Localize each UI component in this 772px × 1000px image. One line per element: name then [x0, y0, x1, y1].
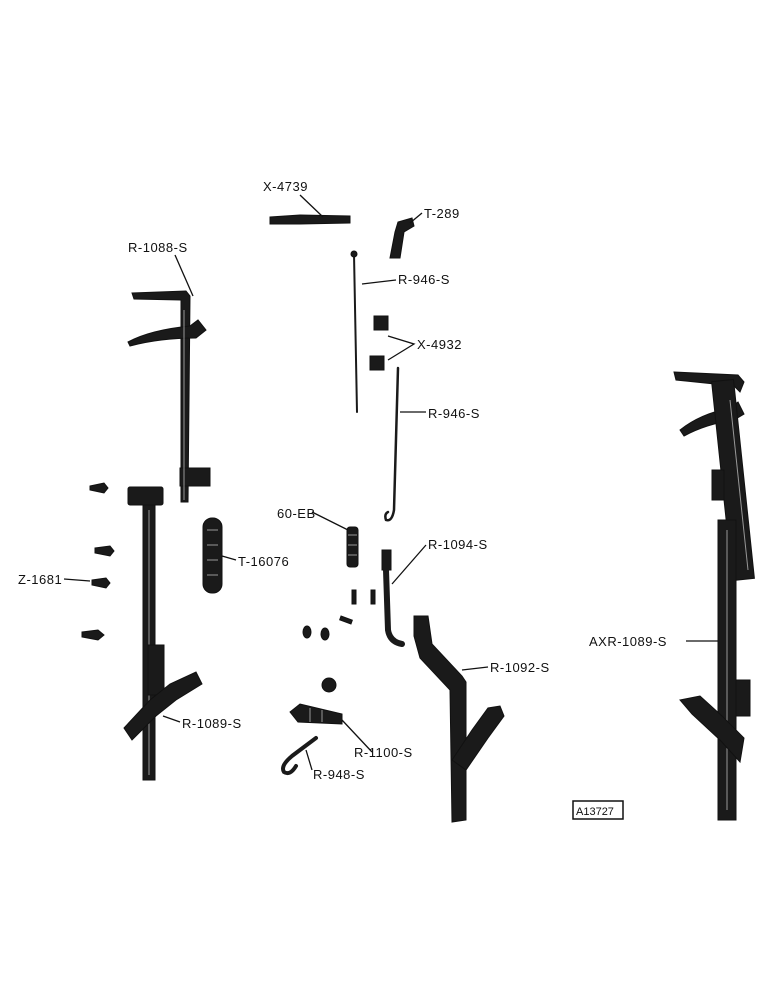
label-axr1089s: AXR-1089-S: [589, 634, 667, 649]
part-60eb: [346, 526, 359, 568]
bolts-z1681: [81, 482, 115, 641]
label-r1092s: R-1092-S: [490, 660, 550, 675]
part-labels: X-4739 T-289 R-1088-S R-946-S X-4932 R-9…: [18, 179, 667, 820]
part-r1094s: [381, 549, 405, 647]
part-r1100s: [289, 703, 343, 725]
part-r1088s: [127, 290, 211, 503]
leader-lines: [63, 194, 718, 771]
label-r946s-top: R-946-S: [398, 272, 450, 287]
small-pins: [302, 589, 376, 693]
label-r1100s: R-1100-S: [354, 745, 413, 760]
label-r948s: R-948-S: [313, 767, 365, 782]
label-r1089s: R-1089-S: [182, 716, 242, 731]
part-r948s: [281, 736, 318, 776]
label-t16076: T-16076: [238, 554, 289, 569]
part-x4932: [369, 315, 389, 371]
label-60eb: 60-EB: [277, 506, 316, 521]
label-x4932: X-4932: [417, 337, 462, 352]
part-x4739: [269, 214, 351, 225]
part-r1089s: [123, 486, 203, 781]
label-r946s-bottom: R-946-S: [428, 406, 480, 421]
figure-number-box: [572, 800, 624, 820]
part-axr1089s: [673, 371, 755, 821]
part-r946s-rods: [350, 250, 400, 522]
part-t289: [389, 217, 415, 259]
label-r1094s: R-1094-S: [428, 537, 488, 552]
label-r1088s: R-1088-S: [128, 240, 188, 255]
part-t16076: [202, 517, 223, 594]
label-z1681: Z-1681: [18, 572, 62, 587]
part-r1092s: [413, 615, 505, 823]
figure-number: A13727: [576, 806, 614, 818]
label-x4739: X-4739: [263, 179, 308, 194]
label-t289: T-289: [424, 206, 460, 221]
